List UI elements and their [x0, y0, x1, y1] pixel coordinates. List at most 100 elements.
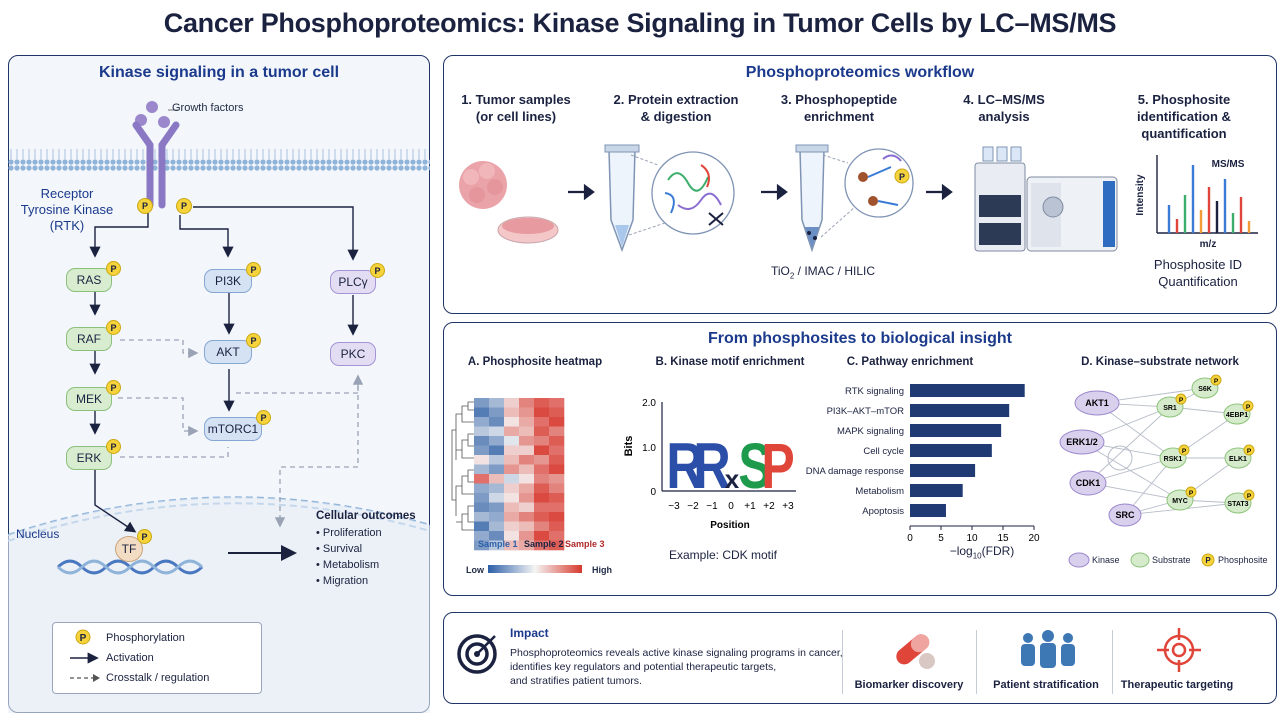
heatmap-cell	[549, 502, 565, 513]
motif-ylabel: Bits	[623, 436, 635, 457]
heatmap-cell	[519, 493, 535, 503]
phosphosite-icon-label: P	[1179, 397, 1184, 404]
phosphosite-icon	[1243, 444, 1255, 456]
kinase-node	[1069, 470, 1107, 496]
pathway-category-label: Apoptosis	[862, 506, 904, 517]
substrate-label: STAT3	[1227, 501, 1248, 508]
motif-xtick: −1	[706, 501, 718, 512]
signaling-diagram	[8, 101, 430, 713]
network-title: D. Kinase–substrate network	[1081, 356, 1239, 368]
substrate-label: ELK1	[1229, 456, 1247, 463]
heatmap-cell	[504, 426, 520, 437]
heatmap-cell	[504, 531, 520, 541]
growth-factors-label: Growth factors	[172, 102, 244, 114]
node-akt: AKT	[204, 340, 252, 364]
heatmap-cell	[534, 493, 550, 503]
heatmap-cell	[489, 502, 505, 513]
heatmap-cell	[534, 474, 550, 484]
kinase-node	[1108, 503, 1142, 527]
legend-activation: Activation	[106, 652, 154, 664]
node-label: PI3K	[214, 274, 241, 288]
heatmap-cell	[504, 483, 520, 494]
phospho-icon: P	[106, 261, 121, 276]
pathway-category-label: PI3K–AKT–mTOR	[827, 406, 905, 417]
ms-spectrum-icon	[1156, 155, 1258, 234]
receptor-phospho-icon: P	[137, 198, 153, 214]
pathway-tick-label: 20	[1028, 533, 1040, 544]
outcomes-title: Cellular outcomes	[316, 510, 416, 522]
phosphosite-icon	[1178, 444, 1190, 456]
substrate-label: MYC	[1172, 498, 1188, 505]
receptor-icon	[132, 121, 180, 209]
pathway-tick-label: 5	[938, 533, 944, 544]
heatmap-cell	[489, 398, 505, 408]
impact-stratification: Patient stratification	[993, 679, 1099, 691]
pathway-bar	[910, 444, 992, 457]
node-label: RAS	[76, 273, 102, 287]
phosphosite-icon-label: P	[1182, 448, 1187, 455]
enrichment-tube-icon	[795, 144, 914, 253]
pill-icon	[896, 634, 935, 669]
heatmap-cell	[549, 474, 565, 484]
phosphosite-icon	[1243, 489, 1255, 501]
pathway-bar	[910, 384, 1025, 397]
phosphosite-icon-label: P	[1214, 378, 1219, 385]
heatmap-cell	[519, 521, 535, 532]
heatmap-cell	[534, 531, 550, 541]
heatmap-cell	[534, 426, 550, 437]
heatmap-cell	[549, 512, 565, 522]
impact-targeting: Therapeutic targeting	[1120, 679, 1234, 691]
pathway-tick-label: 10	[966, 533, 978, 544]
heatmap-cell	[504, 417, 520, 427]
heatmap-cell	[519, 407, 535, 418]
phosphosite-icon-label: P	[1246, 404, 1251, 411]
kinase-label: SRC	[1115, 510, 1135, 520]
pathway-bar	[910, 504, 946, 517]
motif-title: B. Kinase motif enrichment	[655, 356, 805, 368]
pathway-bar	[910, 404, 1010, 417]
heatmap-cell	[534, 483, 550, 494]
kinase-substrate-network: AKT1ERK1/2CDK1SRCSR1PS6KP4EBP1PRSK1PELK1…	[1059, 374, 1268, 568]
heatmap-cell	[489, 483, 505, 494]
heatmap-cell	[549, 417, 565, 427]
insight-panel: From phosphosites to biological insight	[443, 322, 1277, 596]
phosphosite-icon	[1175, 393, 1187, 405]
cell-membrane	[8, 149, 430, 171]
heatmap-cell	[534, 512, 550, 522]
motif-xtick: +3	[782, 501, 794, 512]
pathway-category-label: Cell cycle	[863, 446, 904, 457]
heatmap-cell	[474, 445, 490, 456]
heatmap-cell	[519, 540, 535, 551]
node-label: AKT	[216, 345, 240, 359]
heatmap-cell	[534, 417, 550, 427]
heatmap-cell	[549, 398, 565, 408]
workflow-step-2: 2. Protein extraction& digestion	[613, 92, 739, 124]
workflow-step-1: 1. Tumor samples(or cell lines)	[461, 92, 571, 124]
node-raf: RAF	[66, 327, 112, 351]
heatmap-cell	[519, 398, 535, 408]
heatmap-cell	[519, 436, 535, 446]
kinase-node	[1059, 429, 1105, 455]
ms-xlabel: m/z	[1200, 239, 1217, 250]
heatmap-cell	[474, 483, 490, 494]
heatmap-cell	[519, 417, 535, 427]
heatmap-cell	[504, 398, 520, 408]
heatmap-cell	[549, 483, 565, 494]
motif-xtick: +1	[744, 501, 756, 512]
heatmap-cell	[549, 521, 565, 532]
heatmap-cell	[504, 521, 520, 532]
enrichment-methods: TiO2 / IMAC / HILIC	[770, 264, 876, 281]
heatmap-cell	[519, 464, 535, 475]
heatmap-cell	[519, 483, 535, 494]
heatmap	[451, 398, 582, 573]
phosphosite-icon	[1185, 486, 1197, 498]
heatmap-cell	[504, 540, 520, 551]
outcome-item: • Survival	[316, 543, 363, 555]
heatmap-cell	[519, 455, 535, 465]
node-label: PKC	[340, 347, 366, 361]
heatmap-cell	[474, 426, 490, 437]
kinase-node	[1074, 390, 1120, 416]
nucleus-label: Nucleus	[16, 527, 60, 541]
heatmap-cell	[474, 493, 490, 503]
